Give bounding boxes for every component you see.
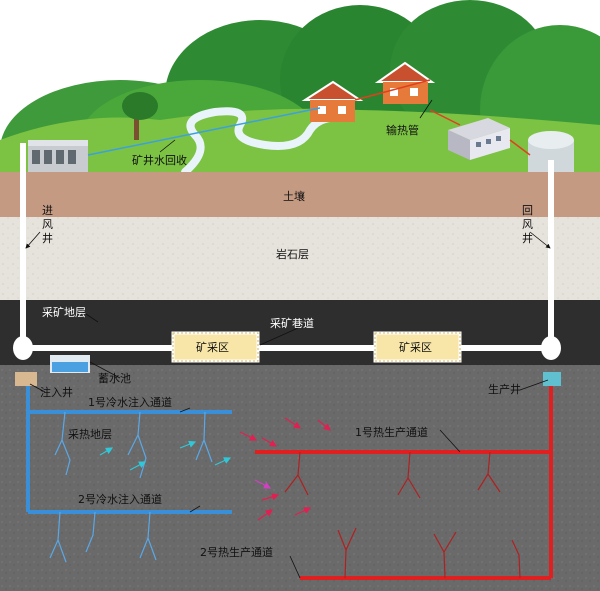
- label-mining-zone-1: 矿采区: [196, 341, 229, 354]
- production-well-head: [543, 372, 561, 386]
- svg-text:风: 风: [522, 218, 533, 231]
- label-heat-layer: 采热地层: [68, 428, 112, 441]
- label-mining-layer: 采矿地层: [42, 306, 86, 319]
- leader-lines: [25, 99, 551, 579]
- return-shaft-bottom: [541, 336, 561, 360]
- label-mine-water-recovery: 矿井水回收: [132, 153, 187, 167]
- cooling-tower: [28, 140, 88, 172]
- rock-layer: [0, 217, 600, 300]
- svg-text:井: 井: [522, 231, 533, 245]
- hot-fractures: [284, 451, 521, 579]
- return-shaft: [548, 160, 554, 343]
- soil-layer: [0, 172, 600, 217]
- water-tower: [528, 131, 574, 172]
- reservoir: [50, 355, 90, 373]
- mining-zone-2: [373, 331, 462, 363]
- label-intake-shaft: 进 风 井: [42, 204, 53, 245]
- label-rock: 岩石层: [276, 247, 309, 261]
- label-injection-well: 注入井: [40, 385, 73, 399]
- mining-tunnel: [30, 345, 545, 351]
- svg-text:井: 井: [42, 231, 53, 245]
- svg-text:风: 风: [42, 218, 53, 231]
- label-heat-pipe: 输热管: [386, 123, 419, 137]
- intake-shaft: [20, 143, 26, 343]
- mining-zone-1: [171, 331, 260, 363]
- house-2: [374, 61, 436, 104]
- mining-layer: [0, 300, 600, 365]
- hot-production-channels: [255, 386, 553, 580]
- label-hot-channel-2: 2号热生产通道: [200, 545, 273, 559]
- injection-well-head: [15, 372, 37, 386]
- label-soil: 土壤: [283, 189, 305, 203]
- label-mining-zone-2: 矿采区: [399, 341, 432, 354]
- svg-text:回: 回: [522, 204, 533, 217]
- label-cold-channel-2: 2号冷水注入通道: [78, 492, 162, 506]
- river: [181, 107, 349, 176]
- label-production-well: 生产井: [488, 382, 521, 396]
- tree: [122, 92, 158, 140]
- svg-text:进: 进: [42, 204, 53, 217]
- house-1: [301, 80, 364, 122]
- intake-shaft-bottom: [13, 336, 33, 360]
- label-return-shaft: 回 风 井: [522, 204, 533, 245]
- cold-water-channels: [26, 386, 232, 514]
- label-reservoir: 蓄水池: [98, 372, 131, 385]
- heat-pipes: [87, 79, 531, 156]
- flow-arrows: [99, 417, 331, 521]
- label-hot-channel-1: 1号热生产通道: [355, 425, 428, 439]
- label-cold-channel-1: 1号冷水注入通道: [88, 395, 172, 409]
- factory-building: [448, 118, 510, 160]
- label-mining-tunnel: 采矿巷道: [270, 316, 314, 330]
- cold-fractures: [49, 411, 213, 563]
